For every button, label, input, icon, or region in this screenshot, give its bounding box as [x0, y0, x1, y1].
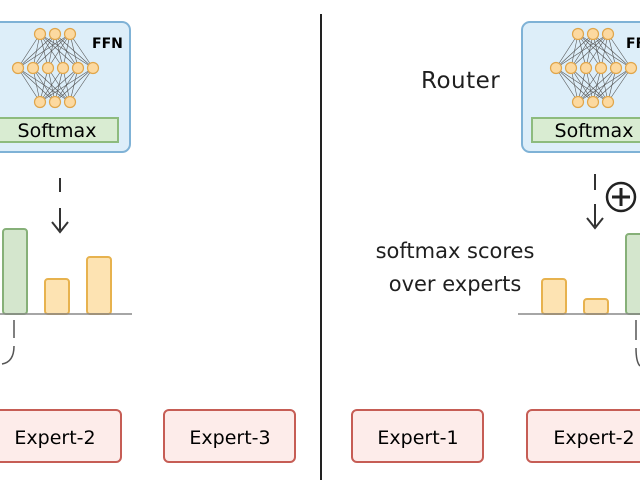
network-edge — [577, 67, 617, 103]
score-bar-1 — [2, 228, 28, 315]
right-ffn-label: FFN — [626, 36, 640, 52]
score-bar-3 — [86, 256, 112, 315]
left-softmax-box — [0, 117, 119, 143]
expert-label-right-1: Expert-1 — [377, 427, 458, 449]
network-edge — [69, 33, 94, 69]
expert-box-right-1 — [351, 409, 484, 463]
network-node — [26, 61, 40, 75]
network-node — [48, 95, 62, 109]
network-node — [594, 61, 608, 75]
right-softmax-label: Softmax — [555, 120, 634, 142]
left-panel: FFN Softmax Expert-2 Expert-3 — [0, 21, 296, 463]
network-node — [63, 27, 77, 41]
network-node — [33, 95, 47, 109]
network-edge — [17, 67, 41, 103]
network-node — [41, 61, 55, 75]
network-edge — [577, 67, 602, 103]
expert-box-right-2 — [526, 409, 640, 463]
left-down-arrow-head — [51, 221, 69, 234]
right-connector-curve — [635, 347, 640, 367]
network-node — [11, 61, 25, 75]
score-bar-2 — [44, 278, 70, 315]
network-edge — [17, 33, 41, 69]
left-connector-curve — [1, 345, 15, 365]
network-edge — [607, 33, 632, 69]
left-softmax-label: Softmax — [18, 120, 97, 142]
network-edge — [17, 33, 56, 69]
network-node — [571, 27, 585, 41]
left-ffn-network-icon — [11, 27, 100, 109]
network-node — [48, 27, 62, 41]
right-ffn-network-icon — [549, 27, 638, 109]
network-node — [586, 95, 600, 109]
softmax-scores-line-2: over experts — [388, 272, 522, 296]
network-edge — [39, 67, 64, 103]
expert-label-left-1: Expert-2 — [14, 427, 95, 449]
left-score-bars — [2, 228, 112, 315]
left-ffn-label: FFN — [92, 36, 123, 52]
network-edge — [39, 67, 94, 103]
network-node — [71, 61, 85, 75]
network-node — [564, 61, 578, 75]
right-panel: FFN Softmax ⊕ Expert-1 Expert-2 — [351, 21, 640, 463]
network-node — [601, 27, 615, 41]
network-node — [571, 95, 585, 109]
network-edge — [54, 67, 94, 103]
network-edge — [555, 33, 609, 69]
network-node — [86, 61, 100, 75]
right-score-bars — [541, 233, 640, 315]
network-node — [549, 61, 563, 75]
right-softmax-box — [531, 117, 640, 143]
network-node — [624, 61, 638, 75]
network-edge — [32, 33, 71, 69]
network-edge — [607, 67, 632, 103]
expert-box-left-1 — [0, 409, 122, 463]
right-down-arrow-head — [586, 217, 604, 230]
network-node — [609, 61, 623, 75]
network-edge — [577, 67, 632, 103]
softmax-scores-label: softmax scores over experts — [360, 235, 550, 301]
expert-label-left-2: Expert-3 — [189, 427, 270, 449]
score-bar-3 — [625, 233, 640, 315]
network-edge — [592, 67, 632, 103]
network-edge — [555, 67, 579, 103]
expert-label-right-2: Expert-2 — [553, 427, 634, 449]
expert-box-left-2 — [163, 409, 296, 463]
network-node — [586, 27, 600, 41]
network-node — [33, 27, 47, 41]
network-edge — [17, 33, 71, 69]
network-edge — [555, 33, 594, 69]
score-bar-2 — [583, 298, 609, 315]
network-edge — [47, 33, 71, 69]
network-edge — [555, 33, 579, 69]
network-node — [601, 95, 615, 109]
softmax-scores-line-1: softmax scores — [375, 239, 535, 263]
network-node — [579, 61, 593, 75]
router-label: Router — [421, 68, 501, 94]
network-edge — [570, 33, 609, 69]
network-node — [56, 61, 70, 75]
network-edge — [585, 33, 609, 69]
network-edge — [39, 67, 79, 103]
network-node — [63, 95, 77, 109]
network-edge — [69, 67, 94, 103]
